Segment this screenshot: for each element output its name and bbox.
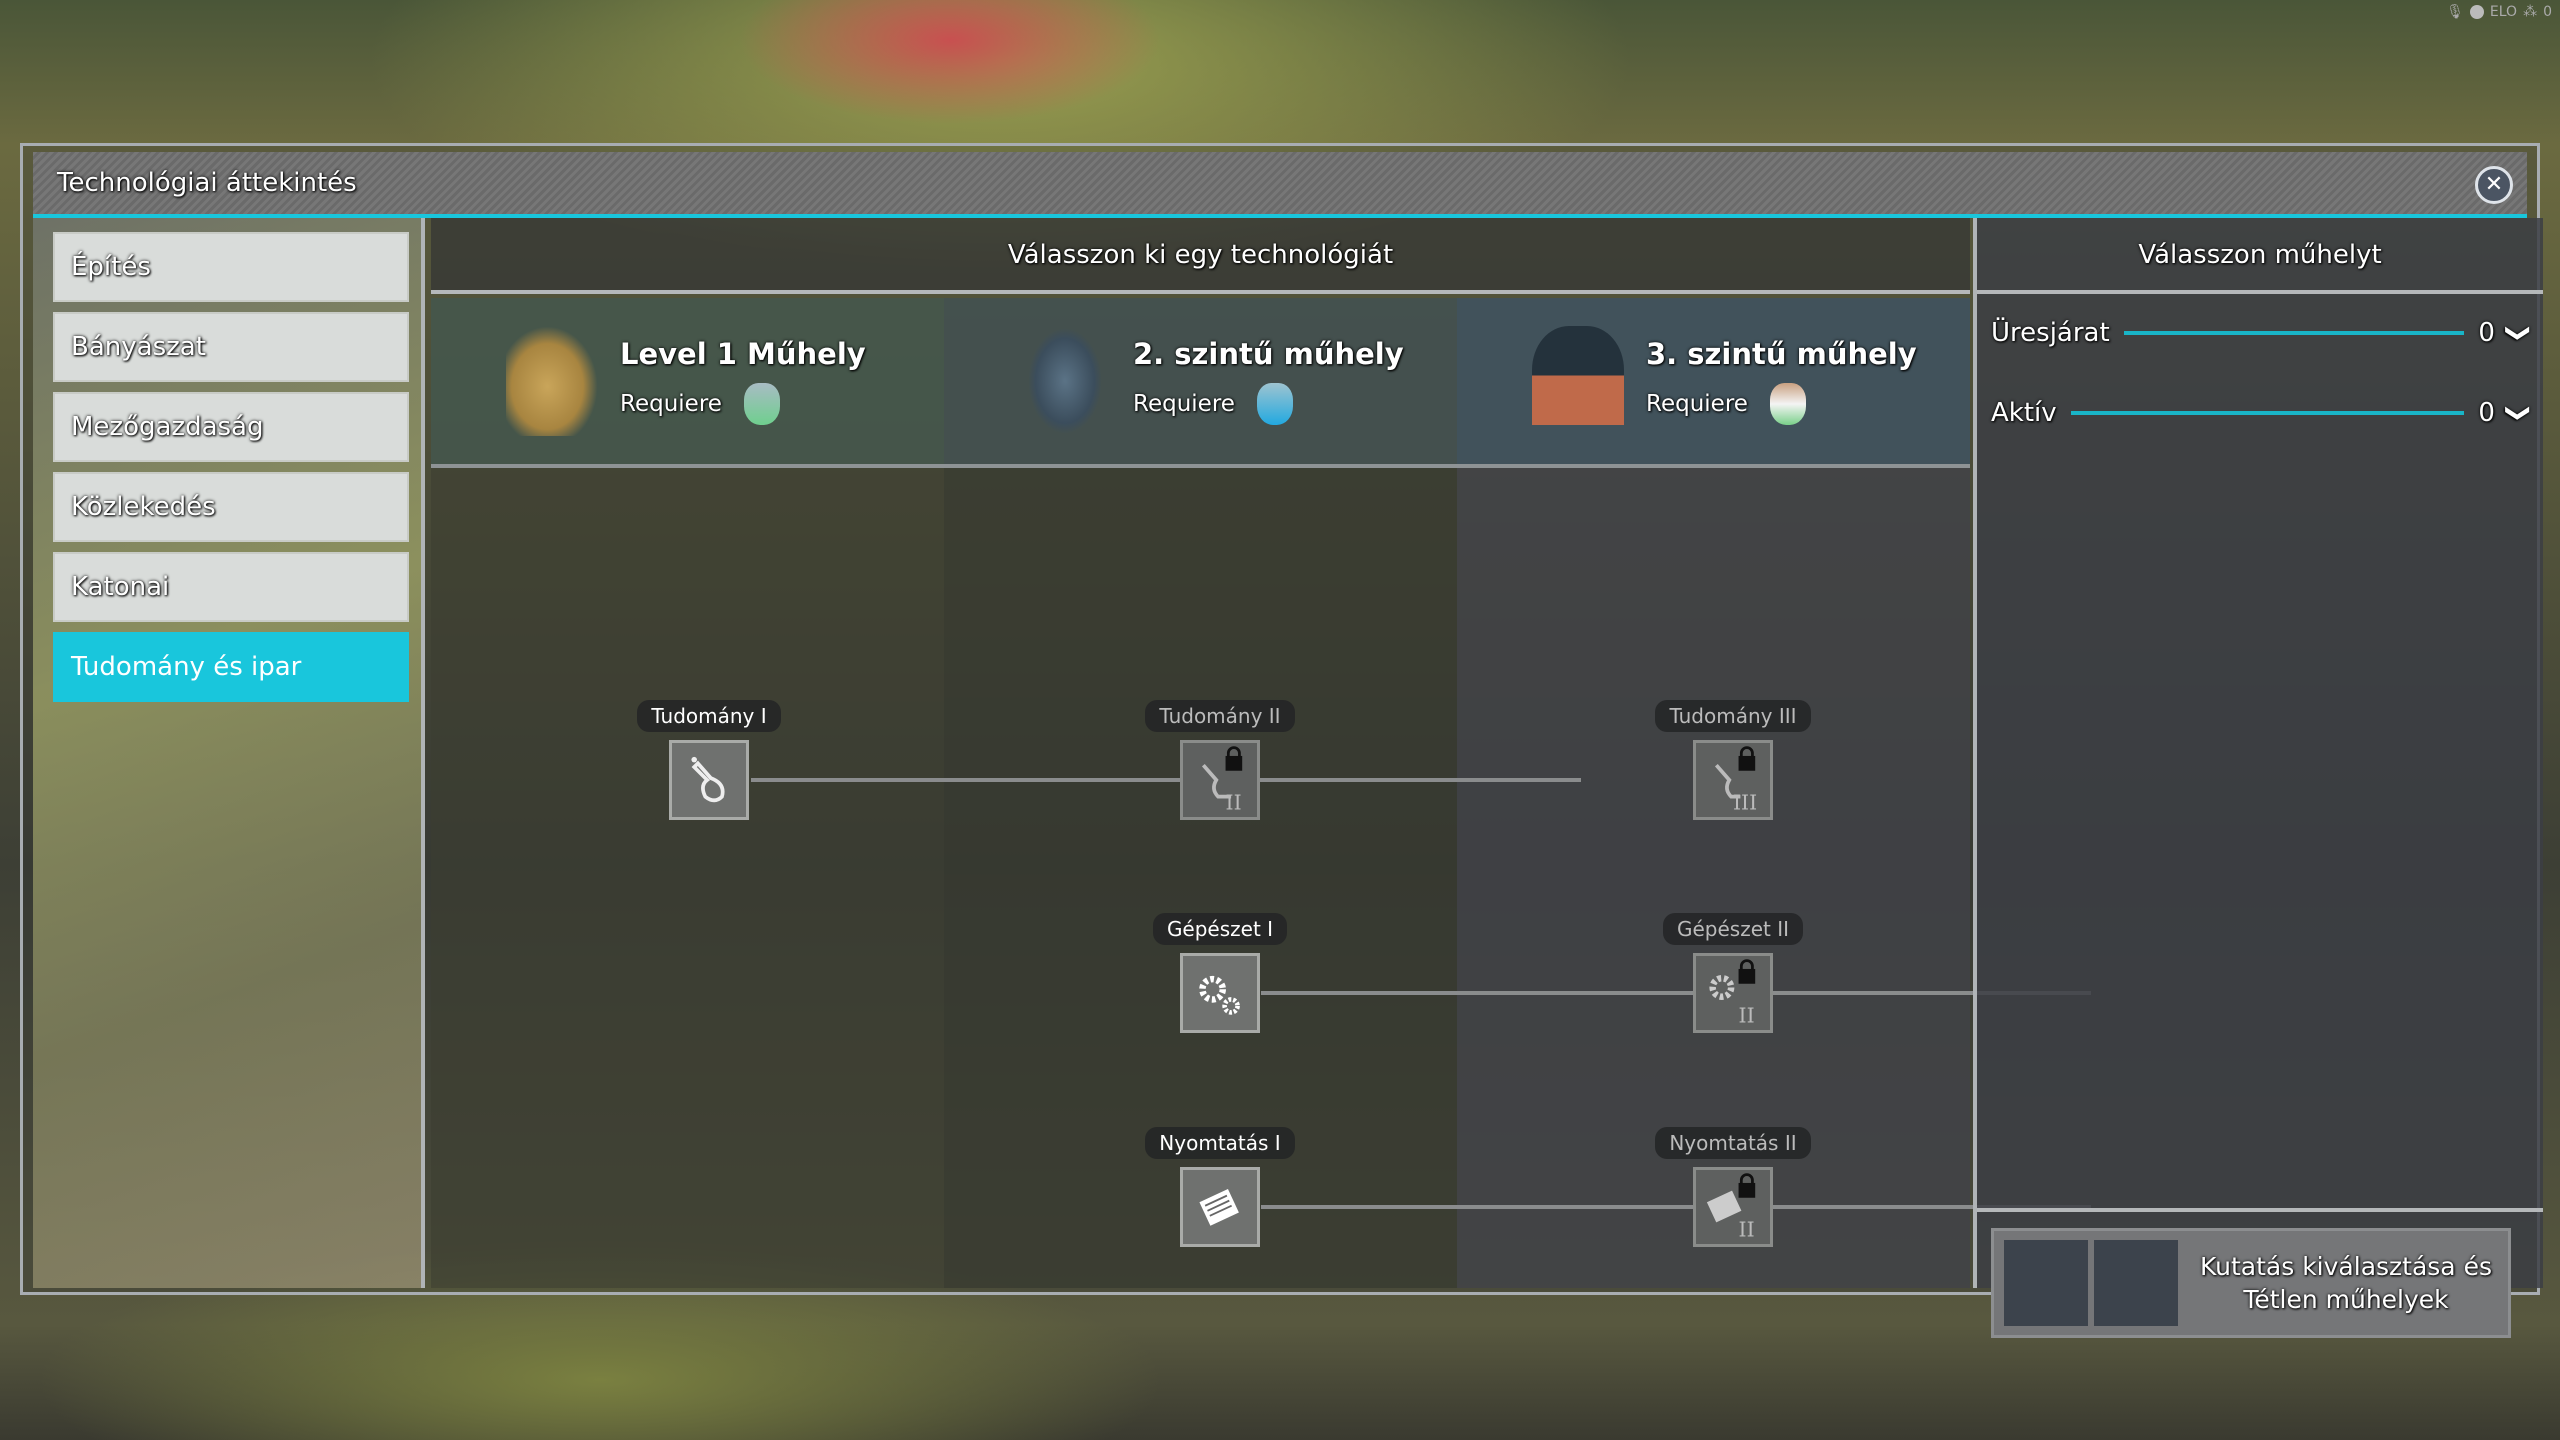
flask-icon[interactable] (669, 740, 749, 820)
tech-label: Gépészet I (1152, 913, 1288, 945)
tech-header-title: Válasszon ki egy technológiát (1007, 240, 1394, 270)
printing-locked-icon[interactable]: II (1693, 1167, 1773, 1247)
filter-row-idle[interactable]: Üresjárat 0 ❯ (1991, 318, 2533, 348)
button-label-line2: Tétlen műhelyek (2243, 1285, 2449, 1314)
button-label-line1: Kutatás kiválasztása és (2200, 1252, 2492, 1281)
hud-label: ELO (2489, 4, 2518, 20)
status-dot-icon (2469, 5, 2484, 19)
filter-line (2123, 331, 2465, 335)
close-button[interactable]: ✕ (2475, 166, 2513, 204)
printing-icon[interactable] (1180, 1167, 1260, 1247)
svg-text:III: III (1733, 791, 1757, 815)
tech-tree-panel: Válasszon ki egy technológiát Level 1 Mű… (431, 218, 2091, 1288)
potion-icon (1256, 383, 1293, 425)
tech-node-tudomany-1[interactable]: Tudomány I (609, 700, 809, 820)
sidebar-item-epites[interactable]: Építés (53, 232, 409, 302)
filter-line (2070, 411, 2465, 415)
window-title: Technológiai áttekintés (57, 168, 357, 198)
workshop-level1: Level 1 Műhely Requiere (431, 298, 944, 464)
gears-icon[interactable] (1180, 953, 1260, 1033)
filter-row-active[interactable]: Aktív 0 ❯ (1991, 398, 2533, 428)
tech-label: Tudomány I (637, 700, 781, 732)
connector-line (1261, 1205, 2091, 1209)
flask-locked-icon[interactable]: III (1693, 740, 1773, 820)
tech-node-nyomtatas-2[interactable]: Nyomtatás II II (1633, 1127, 1833, 1247)
hud-count: 0 (2543, 4, 2552, 20)
tech-label: Tudomány II (1145, 700, 1295, 732)
sidebar-item-tudomany-es-ipar[interactable]: Tudomány és ipar (53, 632, 409, 702)
potion-icon (1769, 383, 1806, 425)
workshop-name: 2. szintű műhely (1133, 337, 1404, 371)
select-research-idle-workshops-button[interactable]: Kutatás kiválasztása és Tétlen műhelyek (1991, 1228, 2511, 1338)
close-icon: ✕ (2484, 172, 2504, 197)
gears-locked-icon[interactable]: II (1693, 953, 1773, 1033)
tech-label: Tudomány III (1655, 700, 1811, 732)
workshop-level3: 3. szintű műhely Requiere (1457, 298, 1970, 464)
tech-node-tudomany-3[interactable]: Tudomány III III (1633, 700, 1833, 820)
divider (1977, 1208, 2543, 1212)
workshop-level1-icon (506, 326, 598, 436)
category-sidebar: Építés Bányászat Mezőgazdaság Közlekedés… (33, 218, 425, 1288)
workshop-panel-title: Válasszon műhelyt (2138, 240, 2382, 270)
hud-status: 🎙 ELO ⁂ 0 (2446, 4, 2552, 20)
workshop-level2: 2. szintű műhely Requiere (944, 298, 1457, 464)
tech-node-nyomtatas-1[interactable]: Nyomtatás I (1120, 1127, 1320, 1247)
chevron-down-icon[interactable]: ❯ (2504, 322, 2533, 344)
tech-node-gepeszet-2[interactable]: Gépészet II II (1633, 913, 1833, 1033)
svg-text:II: II (1739, 1218, 1755, 1242)
title-bar: Technológiai áttekintés ✕ (33, 152, 2527, 218)
sidebar-item-kozlekedes[interactable]: Közlekedés (53, 472, 409, 542)
flask-locked-icon[interactable]: II (1180, 740, 1260, 820)
workshop-name: Level 1 Műhely (620, 337, 866, 371)
workshop-panel: Válasszon műhelyt Üresjárat 0❯ Aktív 0❯ … (1973, 218, 2543, 1338)
svg-text:II: II (1739, 1004, 1755, 1028)
mic-muted-icon: 🎙 (2446, 4, 2464, 20)
sidebar-item-mezogazdasag[interactable]: Mezőgazdaság (53, 392, 409, 462)
empty-slot (2094, 1240, 2178, 1326)
tech-header: Válasszon ki egy technológiát (431, 218, 1970, 294)
tech-label: Nyomtatás I (1145, 1127, 1295, 1159)
workshop-level3-icon (1532, 326, 1624, 436)
sidebar-item-katonai[interactable]: Katonai (53, 552, 409, 622)
connector-line (1261, 991, 2091, 995)
potion-icon (743, 383, 780, 425)
workshop-name: 3. szintű műhely (1646, 337, 1917, 371)
filter-label: Üresjárat (1991, 318, 2110, 348)
workshop-level2-icon (1019, 326, 1111, 436)
sidebar-item-banyaszat[interactable]: Bányászat (53, 312, 409, 382)
connector-line (751, 778, 1581, 782)
workshop-require: Requiere (1646, 391, 1748, 417)
filter-count: 0 (2478, 318, 2495, 348)
chevron-down-icon[interactable]: ❯ (2504, 402, 2533, 424)
workshop-panel-header: Válasszon műhelyt (1977, 218, 2543, 294)
svg-text:II: II (1226, 791, 1242, 815)
workshop-require: Requiere (1133, 391, 1235, 417)
filter-label: Aktív (1991, 398, 2057, 428)
empty-slot (2004, 1240, 2088, 1326)
workshop-require: Requiere (620, 391, 722, 417)
filter-count: 0 (2478, 398, 2495, 428)
tech-node-gepeszet-1[interactable]: Gépészet I (1120, 913, 1320, 1033)
players-icon: ⁂ (2523, 4, 2538, 20)
tech-label: Gépészet II (1662, 913, 1804, 945)
tech-node-tudomany-2[interactable]: Tudomány II II (1120, 700, 1320, 820)
workshop-row: Level 1 Műhely Requiere 2. szintű műhely… (431, 298, 1970, 468)
tech-overview-window: Technológiai áttekintés ✕ Építés Bányász… (20, 143, 2543, 1338)
tech-label: Nyomtatás II (1655, 1127, 1811, 1159)
